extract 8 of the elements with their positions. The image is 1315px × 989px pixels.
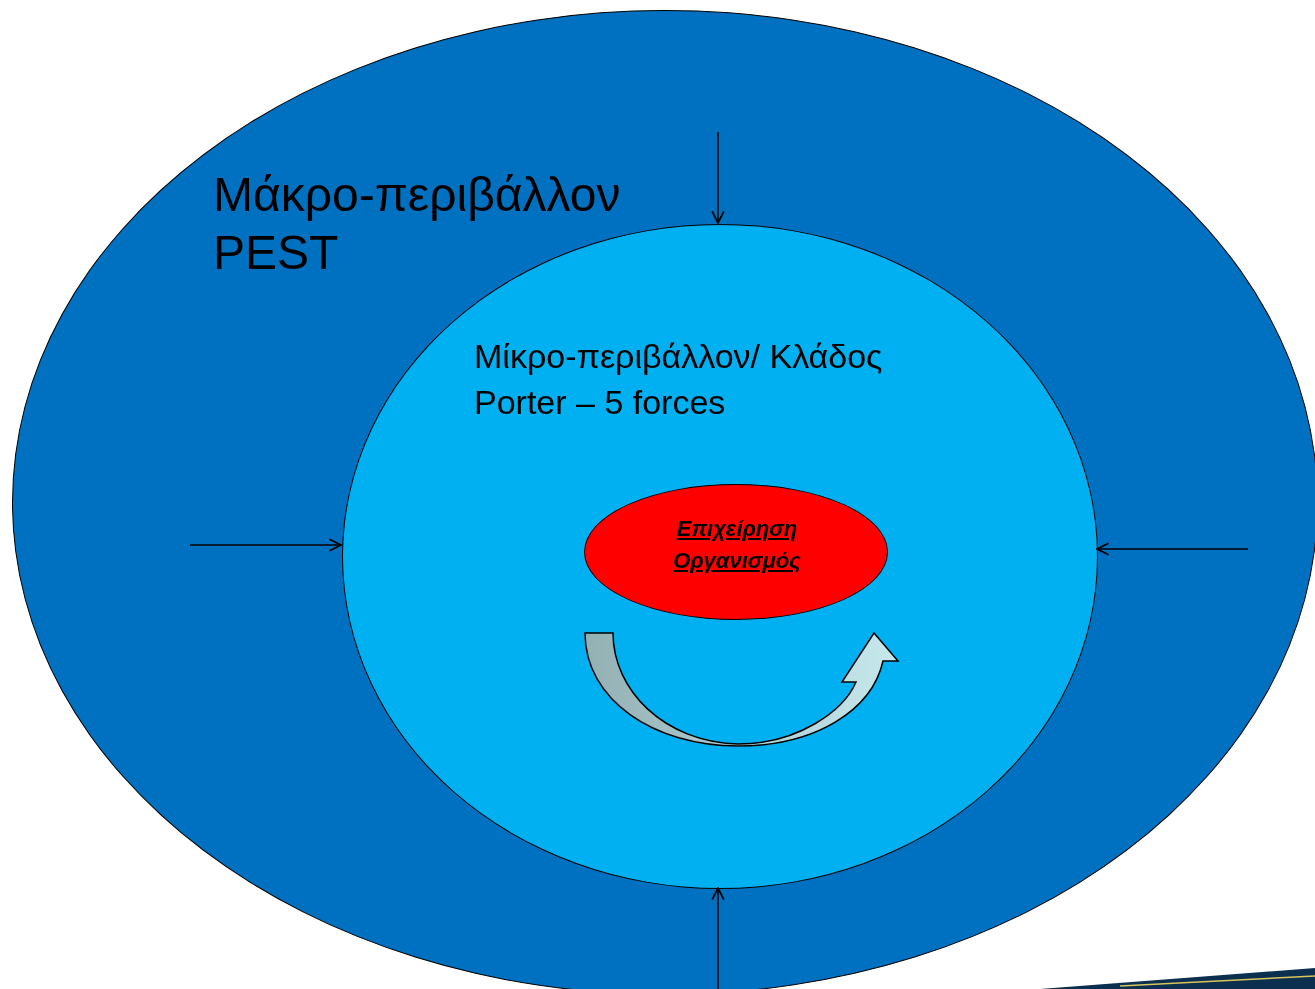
heading-text: Μάκρο-περιβάλλον bbox=[213, 169, 621, 221]
center-label: Επιχείρηση Οργανισμός bbox=[672, 515, 802, 575]
arrow bbox=[189, 538, 343, 552]
arrow bbox=[711, 887, 725, 989]
heading-text: PEST bbox=[213, 227, 339, 279]
arrow bbox=[1096, 542, 1249, 556]
subheading-text: Μίκρο-περιβάλλον/ Κλάδος Porter – 5 forces bbox=[474, 336, 884, 423]
arrow bbox=[711, 131, 725, 224]
